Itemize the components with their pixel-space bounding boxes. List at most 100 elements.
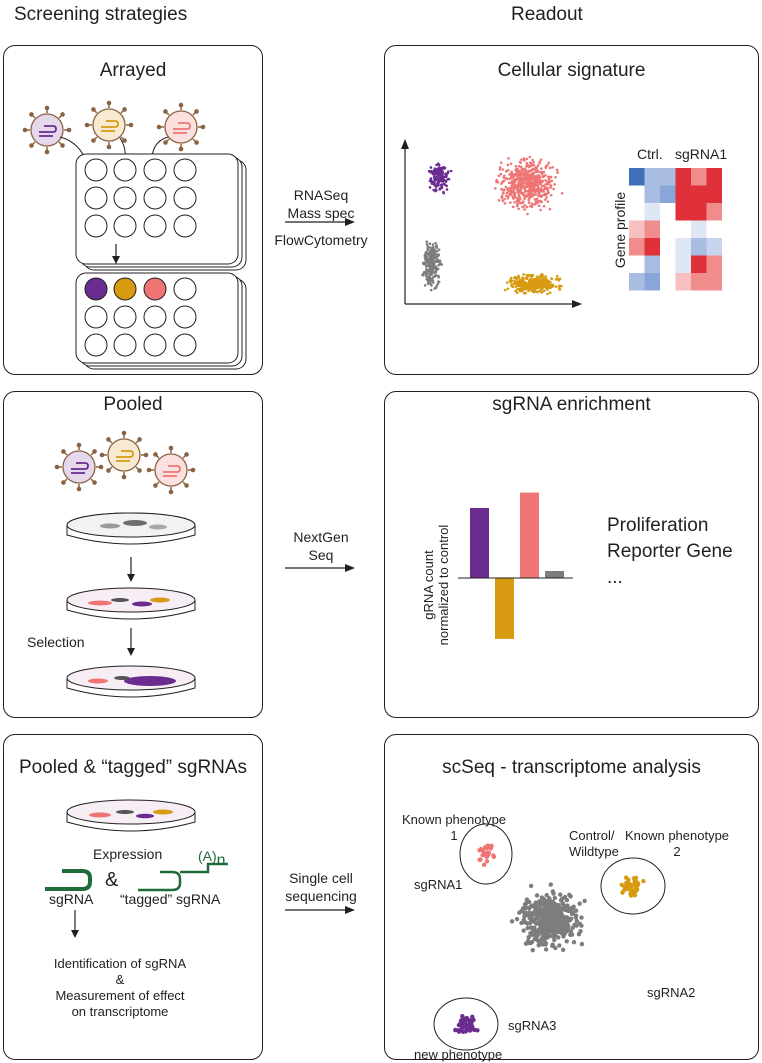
point: [516, 284, 519, 288]
point: [517, 274, 520, 278]
point: [519, 920, 524, 926]
point: [554, 278, 558, 281]
point: [533, 902, 538, 907]
point: [534, 170, 538, 174]
point: [428, 179, 432, 183]
point: [630, 888, 635, 893]
arrow1-line2: Mass spec: [287, 205, 355, 221]
readout-proliferation: Proliferation: [607, 515, 709, 536]
point: [535, 285, 538, 288]
point: [517, 193, 521, 197]
point: [432, 281, 435, 284]
point: [564, 898, 570, 903]
well-purple: [84, 277, 108, 301]
point: [484, 846, 489, 851]
point: [538, 275, 542, 279]
point: [574, 918, 579, 924]
point: [537, 286, 541, 289]
tagged-sgrna-label: “tagged” sgRNA: [120, 891, 221, 907]
point: [436, 253, 440, 256]
point: [509, 276, 513, 280]
virus-purple-icon: [53, 441, 105, 493]
point: [431, 243, 435, 246]
point: [509, 281, 513, 284]
column-header-readout: Readout: [511, 4, 583, 25]
point: [526, 174, 530, 178]
point: [422, 272, 425, 276]
point: [571, 939, 577, 945]
virus-gold-icon: [83, 99, 135, 151]
point: [560, 284, 563, 288]
point: [537, 204, 541, 208]
point: [449, 169, 453, 173]
point: [632, 893, 638, 898]
point: [499, 172, 503, 176]
point: [538, 161, 542, 165]
point: [536, 201, 539, 205]
point: [533, 202, 536, 206]
point: [510, 185, 514, 188]
point: [523, 920, 528, 925]
point: [553, 183, 556, 186]
point: [519, 174, 522, 178]
heatmap-cell: [660, 255, 676, 273]
point: [560, 947, 566, 952]
point: [533, 288, 537, 292]
point: [521, 928, 526, 933]
point: [551, 916, 557, 922]
arrow1-label: RNASeq Mass spec: [266, 186, 376, 222]
point: [557, 287, 561, 290]
point: [530, 278, 534, 281]
point: [519, 165, 523, 169]
point: [520, 158, 523, 162]
point: [534, 280, 538, 284]
point: [425, 259, 428, 262]
point: [524, 286, 527, 289]
heatmap-cell: [629, 185, 645, 203]
heatmap-cell: [629, 220, 645, 238]
point: [534, 277, 537, 281]
point: [522, 157, 526, 160]
point: [442, 182, 445, 186]
point: [539, 208, 542, 212]
enrichment-panel: sgRNA enrichment: [384, 391, 759, 718]
point: [507, 186, 511, 190]
point: [433, 287, 436, 290]
point: [558, 892, 563, 897]
point: [435, 246, 439, 250]
point: [425, 277, 428, 281]
point: [447, 177, 451, 181]
point: [527, 288, 531, 291]
known1-line2: 1: [450, 828, 458, 843]
point: [535, 166, 539, 170]
identification-text: Identification of sgRNA & Measurement of…: [20, 956, 220, 1020]
point: [622, 887, 627, 893]
point: [434, 274, 437, 277]
point: [549, 281, 552, 284]
point: [520, 282, 523, 285]
point: [516, 280, 520, 283]
point: [518, 287, 521, 291]
point: [425, 255, 429, 258]
point: [619, 882, 624, 888]
point: [436, 172, 439, 175]
heatmap-cell: [644, 203, 660, 221]
point: [552, 937, 557, 943]
point: [528, 161, 532, 165]
point: [423, 284, 427, 287]
point: [505, 191, 509, 195]
point: [635, 881, 641, 886]
point: [565, 923, 571, 928]
point: [528, 196, 531, 200]
heatmap-cell: [691, 238, 707, 256]
scatter-cluster-salmon: [494, 155, 564, 216]
point: [424, 268, 428, 271]
point: [430, 248, 434, 252]
point: [509, 193, 513, 197]
point: [486, 851, 491, 856]
point: [530, 202, 534, 206]
